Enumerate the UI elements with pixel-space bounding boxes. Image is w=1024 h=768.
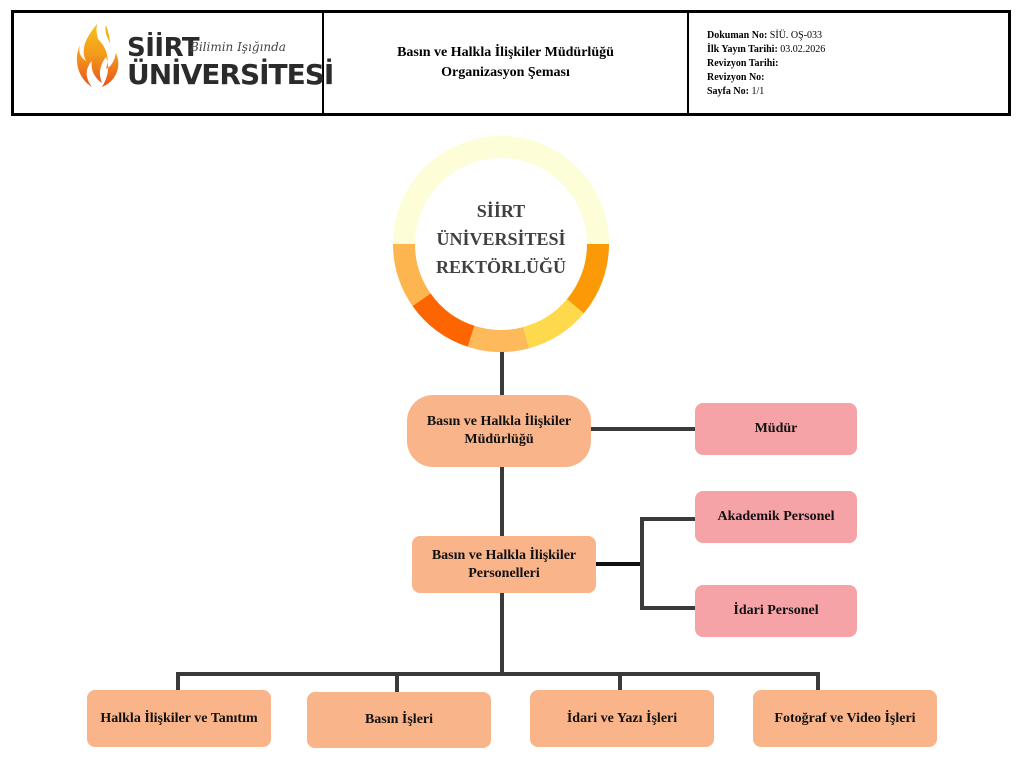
ring-segment [393,244,431,306]
academic-staff-node[interactable]: Akademik Personel [695,491,857,543]
meta-revision-no: Revizyon No: [707,71,1008,85]
directorate-node[interactable]: Basın ve Halkla İlişkiler Müdürlüğü [407,395,591,467]
title-line-1: Basın ve Halkla İlişkiler Müdürlüğü [397,45,614,60]
connector-directorate-manager [590,427,696,431]
meta-label: Sayfa No: [707,86,749,97]
unit-node-admin-writing[interactable]: İdari ve Yazı İşleri [530,690,714,747]
unit-label: Fotoğraf ve Video İşleri [774,710,916,726]
document-title: Basın ve Halkla İlişkiler Müdürlüğü Orga… [324,13,689,113]
meta-label: Revizyon Tarihi: [707,58,779,69]
meta-first-publish: İlk Yayın Tarihi: 03.02.2026 [707,43,1008,57]
rectorate-line-3: REKTÖRLÜĞÜ [435,257,567,277]
meta-label: Revizyon No: [707,72,765,83]
unit-node-photo-video[interactable]: Fotoğraf ve Video İşleri [753,690,937,747]
connector-root-directorate [500,350,504,396]
title-line-2: Organizasyon Şeması [441,65,570,80]
connector-branch-academic [640,517,696,521]
connector-branch-vertical [640,517,644,609]
connector-staff-units [500,592,504,674]
rectorate-ring [393,136,609,352]
connector-units-horizontal [176,672,820,676]
connector-unit-2 [395,672,399,693]
unit-label: İdari ve Yazı İşleri [566,710,678,726]
meta-doc-no: Dokuman No: SİÜ. OŞ-033 [707,29,1008,43]
connector-directorate-staff [500,466,504,537]
logo-cell: SİİRT Bilimin Işığında ÜNİVERSİTESİ [14,13,334,113]
unit-node-press[interactable]: Basın İşleri [307,692,491,748]
meta-label: Dokuman No: [707,30,768,41]
meta-value: 03.02.2026 [780,44,826,55]
unit-label: Halkla İlişkiler ve Tanıtım [100,710,258,726]
meta-value: 1/1 [751,86,765,97]
rectorate-line-2: ÜNİVERSİTESİ [436,229,566,249]
connector-staff-branch [596,562,642,566]
unit-label: Basın İşleri [364,712,434,727]
manager-node[interactable]: Müdür [695,403,857,455]
meta-value: SİÜ. OŞ-033 [769,30,823,41]
meta-page-no: Sayfa No: 1/1 [707,85,1008,99]
staff-node[interactable]: Basın ve Halkla İlişkiler Personelleri [412,536,596,593]
ring-segment [523,299,584,349]
document-header: SİİRT Bilimin Işığında ÜNİVERSİTESİ Bası… [11,10,1011,116]
admin-staff-label: İdari Personel [733,603,819,618]
connector-unit-3 [618,672,622,691]
staff-label: Basın ve Halkla İlişkiler Personelleri [431,547,577,581]
academic-staff-label: Akademik Personel [717,509,835,524]
ring-segment [412,293,475,347]
unit-node-public-relations[interactable]: Halkla İlişkiler ve Tanıtım [87,690,271,747]
meta-label: İlk Yayın Tarihi: [707,44,778,55]
document-meta: Dokuman No: SİÜ. OŞ-033 İlk Yayın Tarihi… [689,13,1008,113]
ring-segment [566,244,609,314]
directorate-label: Basın ve Halkla İlişkiler Müdürlüğü [426,414,572,447]
manager-label: Müdür [754,421,798,436]
connector-unit-1 [176,672,180,691]
rectorate-line-1: SİİRT [476,201,526,221]
logo-tagline: Bilimin Işığında [190,40,286,54]
logo-wordmark-bottom: ÜNİVERSİTESİ [127,58,334,91]
connector-branch-admin [640,606,696,610]
meta-revision-date: Revizyon Tarihi: [707,57,1008,71]
ring-segment [393,136,609,244]
admin-staff-node[interactable]: İdari Personel [695,585,857,637]
connector-unit-4 [816,672,820,691]
rectorate-node[interactable]: SİİRT ÜNİVERSİTESİ REKTÖRLÜĞÜ [393,136,609,352]
logo-wordmark-top: SİİRT [127,33,200,63]
flame-logo-icon [76,23,119,87]
ring-segment [467,325,529,352]
